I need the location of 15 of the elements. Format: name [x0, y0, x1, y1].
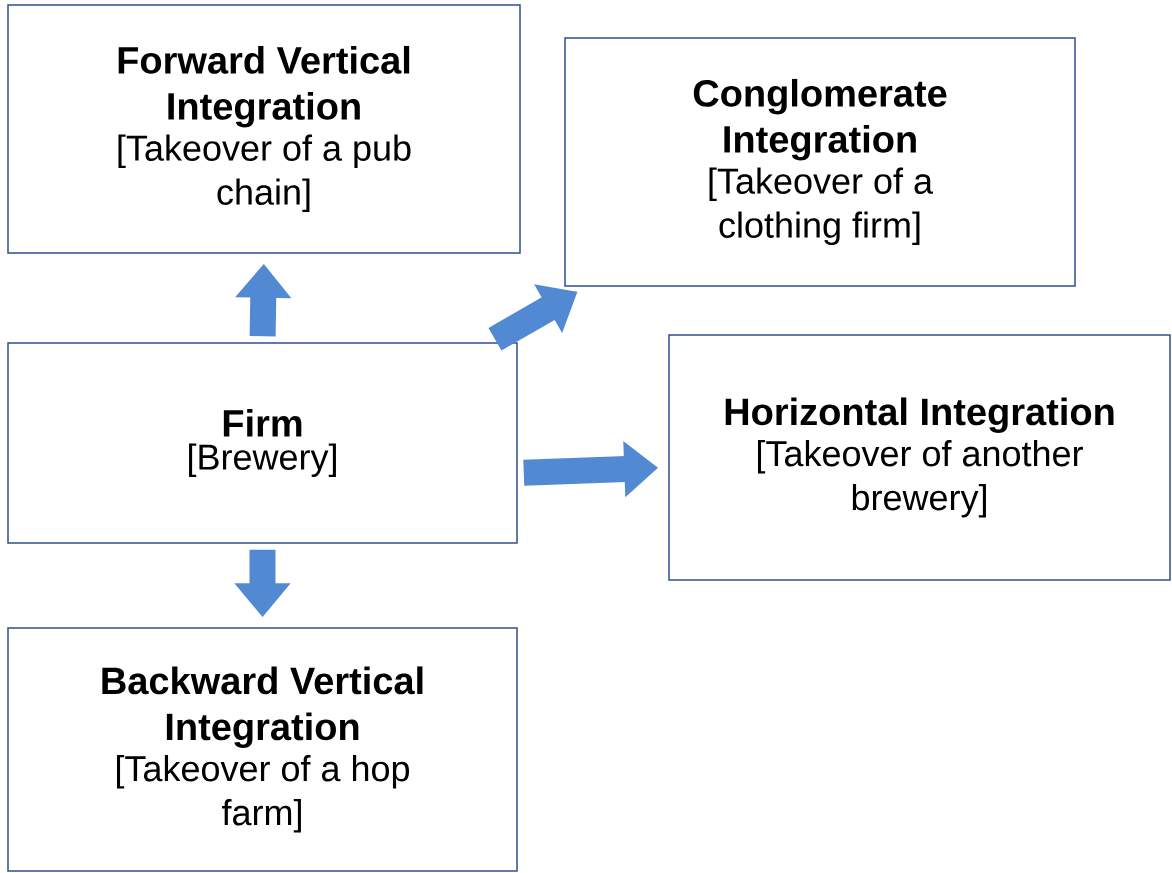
description: [Takeover of a clothing firm] — [709, 167, 933, 246]
heading: Horizontal Integration — [725, 397, 1114, 433]
heading: Conglomerate Integration — [693, 78, 947, 161]
process-box — [7, 627, 518, 872]
description: [Takeover of a pub chain] — [118, 134, 411, 213]
process-box — [668, 334, 1171, 581]
description: [Takeover of a hop farm] — [117, 755, 410, 833]
process-box — [7, 342, 518, 544]
process-box — [7, 4, 521, 254]
heading: Backward Vertical Integration — [102, 666, 423, 748]
description: [Takeover of another brewery] — [758, 440, 1083, 518]
process-box — [564, 37, 1076, 287]
description: [Brewery] — [189, 443, 336, 478]
heading: Forward Vertical Integration — [118, 45, 410, 128]
heading: Firm — [223, 408, 302, 437]
